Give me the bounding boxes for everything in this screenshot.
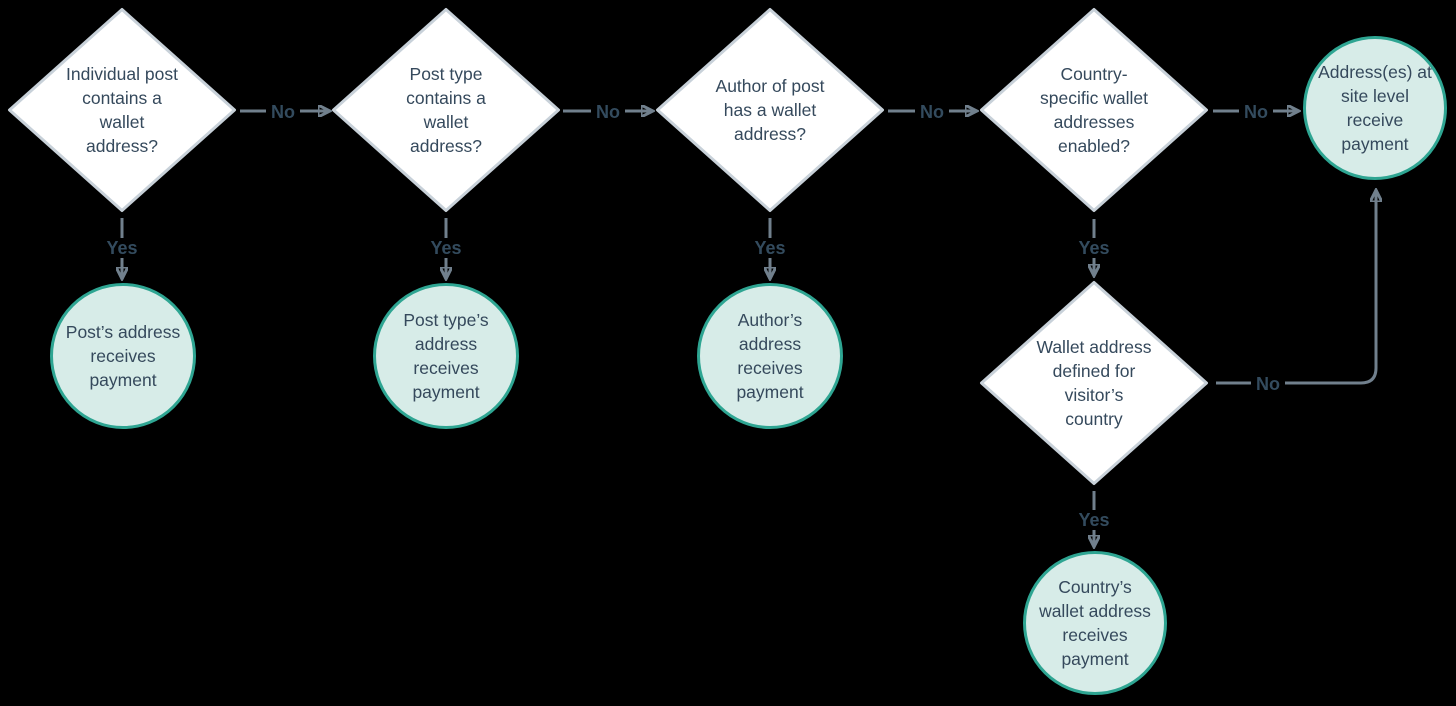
edge-label-no-3: No xyxy=(915,102,949,122)
decision-individual-post-label: Individual post contains a wallet addres… xyxy=(66,64,178,156)
decision-visitor-country-label: Wallet address defined for visitor’s cou… xyxy=(1036,337,1152,429)
diamond-shape xyxy=(656,8,884,212)
outcome-site-address-label: Address(es) at site level receive paymen… xyxy=(1318,62,1432,154)
outcome-country-address-label: Country’s wallet address receives paymen… xyxy=(1039,577,1151,669)
outcome-author-address-label: Author’s address receives payment xyxy=(736,310,804,402)
edge-visitorcountry-to-site-no xyxy=(1216,190,1376,385)
outcome-site-address: Address(es) at site level receive paymen… xyxy=(1303,36,1447,180)
outcome-post-type-address-label: Post type’s address receives payment xyxy=(403,310,489,402)
edge-label-no-1: No xyxy=(266,102,300,122)
decision-author: Author of post has a wallet address? xyxy=(655,7,885,213)
outcome-author-address: Author’s address receives payment xyxy=(697,283,843,429)
diamond-shape xyxy=(980,8,1208,212)
edge-label-no-5: No xyxy=(1251,374,1285,394)
decision-post-type-label: Post type contains a wallet address? xyxy=(406,64,486,156)
outcome-post-type-address: Post type’s address receives payment xyxy=(373,283,519,429)
edge-label-yes-4: Yes xyxy=(1073,238,1115,258)
edge-label-yes-1: Yes xyxy=(101,238,143,258)
edge-label-yes-3: Yes xyxy=(749,238,791,258)
diamond-shape xyxy=(980,281,1208,485)
edge-label-yes-5: Yes xyxy=(1073,510,1115,530)
decision-individual-post: Individual post contains a wallet addres… xyxy=(7,7,237,213)
outcome-post-address-label: Post’s address receives payment xyxy=(65,322,181,390)
decision-country-enabled-label: Country- specific wallet addresses enabl… xyxy=(1040,64,1148,156)
diamond-shape xyxy=(332,8,560,212)
decision-country-enabled: Country- specific wallet addresses enabl… xyxy=(979,7,1209,213)
edge-label-yes-2: Yes xyxy=(425,238,467,258)
edge-label-no-2: No xyxy=(591,102,625,122)
edge-label-no-4: No xyxy=(1239,102,1273,122)
decision-author-label: Author of post has a wallet address? xyxy=(715,76,825,144)
outcome-country-address: Country’s wallet address receives paymen… xyxy=(1023,551,1167,695)
decision-post-type: Post type contains a wallet address? xyxy=(331,7,561,213)
diamond-shape xyxy=(8,8,236,212)
outcome-post-address: Post’s address receives payment xyxy=(50,283,196,429)
decision-visitor-country: Wallet address defined for visitor’s cou… xyxy=(979,280,1209,486)
